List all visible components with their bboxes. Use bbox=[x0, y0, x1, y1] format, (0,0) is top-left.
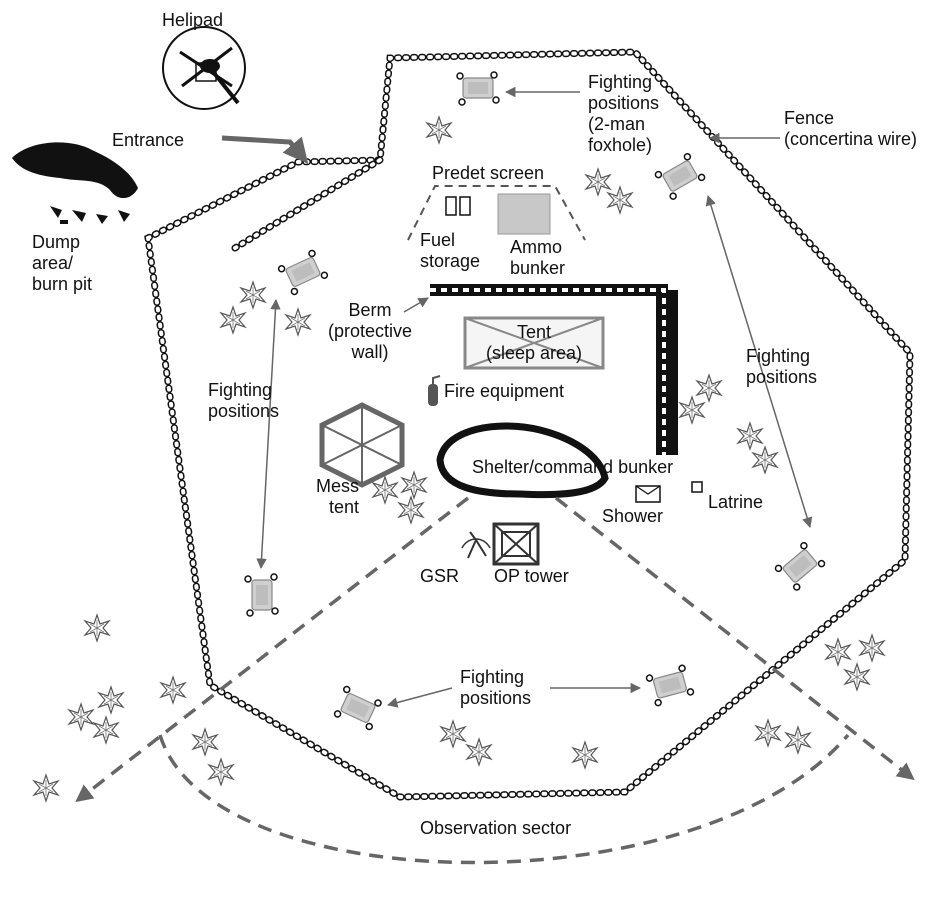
label-line: positions bbox=[746, 367, 818, 387]
label-line: Fighting bbox=[746, 346, 811, 366]
dump-area-icon bbox=[12, 142, 138, 224]
label-line: Berm bbox=[348, 300, 392, 320]
foxhole-icon bbox=[276, 247, 330, 298]
berm-arrow bbox=[403, 297, 429, 313]
fire-equipment-label: Fire equipment bbox=[444, 381, 565, 401]
label-line: storage bbox=[420, 251, 481, 271]
ammo-bunker-label: Ammo bunker bbox=[510, 237, 565, 279]
fuel-storage-icon bbox=[445, 196, 471, 216]
gsr-label: GSR bbox=[420, 566, 460, 586]
hexagon-tent-icon bbox=[319, 402, 405, 488]
observation-sector-lines bbox=[75, 496, 915, 865]
fighting-positions-bottom-label: Fighting positions bbox=[460, 667, 531, 709]
foxhole-icon bbox=[772, 539, 828, 594]
label-line: positions bbox=[588, 93, 660, 113]
helipad-label: Helipad bbox=[162, 10, 224, 30]
berm-label: Berm (protective wall) bbox=[328, 300, 412, 363]
label-line: foxhole) bbox=[588, 135, 653, 155]
foxhole-icon bbox=[644, 663, 696, 708]
label-line: Ammo bbox=[510, 237, 563, 257]
fire-extinguisher-icon bbox=[428, 375, 441, 406]
op-tower-label: OP tower bbox=[494, 566, 569, 586]
fighting-positions-left-label: Fighting positions bbox=[208, 380, 279, 422]
tower-icon bbox=[492, 522, 540, 566]
concertina-wire-fence bbox=[145, 49, 913, 800]
dump-label-line: area/ bbox=[32, 253, 74, 273]
label-line: (protective bbox=[328, 321, 413, 341]
helicopter-icon bbox=[162, 26, 246, 110]
label-line: (concertina wire) bbox=[784, 129, 918, 149]
latrine-label: Latrine bbox=[708, 492, 764, 512]
foxhole-icon bbox=[331, 683, 385, 734]
shower-label: Shower bbox=[602, 506, 664, 526]
label-line: wall) bbox=[351, 342, 389, 362]
latrine-icon bbox=[691, 481, 703, 493]
fuel-storage-label: Fuel storage bbox=[420, 230, 480, 272]
label-line: positions bbox=[460, 688, 532, 708]
fighting-positions-right-label: Fighting positions bbox=[746, 346, 817, 388]
mess-tent-label: Mess tent bbox=[316, 476, 359, 518]
sleep-tent-label: Tent (sleep area) bbox=[482, 322, 586, 364]
shelter-bunker-icon bbox=[436, 422, 609, 499]
label-line: Tent bbox=[516, 322, 552, 342]
gsr-radar-icon bbox=[461, 531, 491, 559]
observation-sector-label: Observation sector bbox=[420, 818, 572, 838]
label-line: Fuel bbox=[420, 230, 456, 250]
concertina-wire-fence bbox=[231, 156, 384, 252]
foxhole-icon bbox=[456, 71, 500, 106]
shelter-bunker-label: Shelter/command bunker bbox=[472, 457, 674, 477]
label-line: (2-man bbox=[588, 114, 646, 134]
shower-icon bbox=[635, 485, 661, 503]
label-line: bunker bbox=[510, 258, 566, 278]
predet-screen bbox=[407, 185, 586, 241]
dump-label-line: Dump bbox=[32, 232, 81, 252]
sleep-tent-icon bbox=[463, 316, 605, 370]
entrance-label: Entrance bbox=[112, 130, 185, 150]
berm-wall bbox=[430, 284, 678, 455]
ammo-bunker-icon bbox=[497, 193, 551, 235]
fence-label: Fence (concertina wire) bbox=[784, 108, 917, 150]
label-line: tent bbox=[328, 497, 360, 517]
dump-label: Dump area/ burn pit bbox=[32, 232, 92, 295]
predet-screen-label: Predet screen bbox=[432, 163, 545, 183]
foxhole-icon bbox=[244, 573, 279, 617]
label-line: Fighting bbox=[588, 72, 653, 92]
label-line: (sleep area) bbox=[485, 343, 583, 363]
label-line: Fence bbox=[784, 108, 835, 128]
dump-label-line: burn pit bbox=[32, 274, 93, 294]
label-line: Fighting bbox=[208, 380, 273, 400]
fighting-positions-top-label: Fighting positions (2-man foxhole) bbox=[588, 72, 659, 156]
foxhole-icon bbox=[653, 150, 708, 202]
label-line: Fighting bbox=[460, 667, 525, 687]
label-line: Mess bbox=[316, 476, 360, 496]
entrance-arrow bbox=[221, 135, 309, 164]
fighting-position-arrows bbox=[256, 86, 813, 708]
label-line: positions bbox=[208, 401, 280, 421]
